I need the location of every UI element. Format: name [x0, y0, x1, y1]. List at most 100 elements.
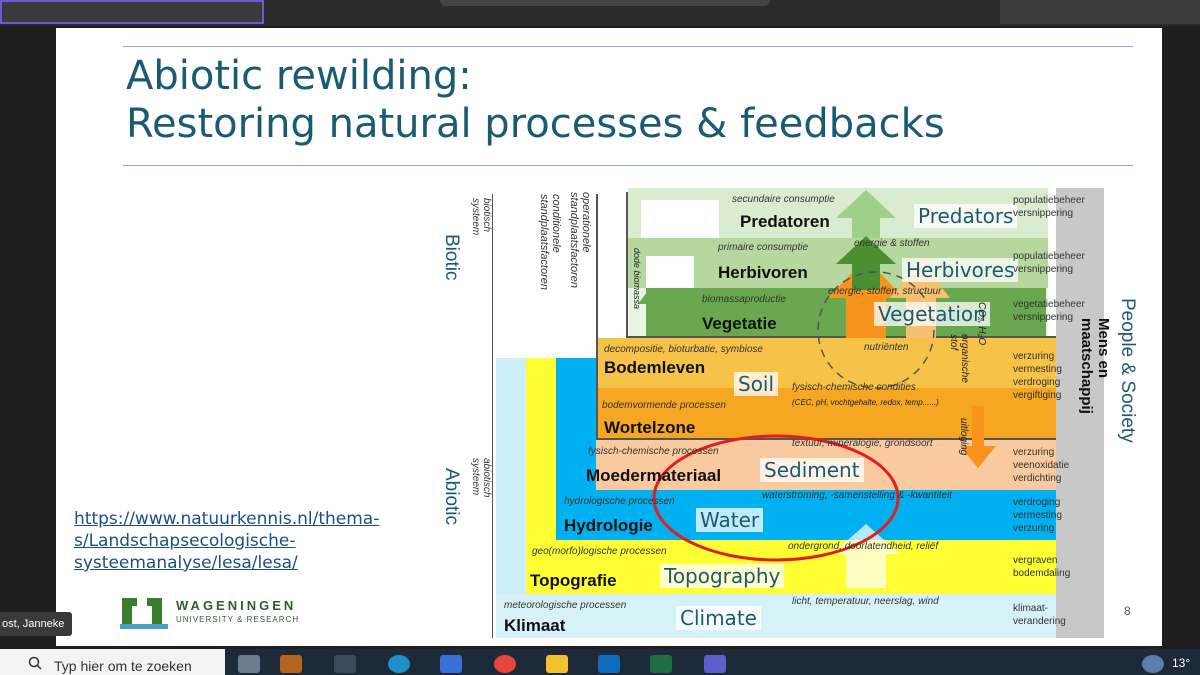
process-hydrologie: hydrologische processen: [564, 496, 675, 507]
flow-energie-stoffen: energie & stoffen: [854, 238, 930, 249]
bracket-operationele-bottom: [626, 336, 1056, 338]
bracket-operationele: [626, 192, 628, 338]
water-strip: [556, 358, 596, 490]
link-line-1[interactable]: https://www.natuurkennis.nl/thema-: [74, 509, 380, 529]
taskbar-app-icon-1[interactable]: [238, 655, 260, 673]
image-placeholder-1: [641, 200, 719, 238]
english-water: Water: [696, 508, 764, 532]
participant-name-tag: ost, Janneke: [0, 612, 72, 636]
chrome-icon[interactable]: [494, 655, 516, 673]
side-label-people-society: People & Society: [1117, 298, 1138, 443]
video-thumbnail-right[interactable]: [1000, 0, 1200, 24]
english-topography: Topography: [660, 564, 785, 588]
process-predatoren: secundaire consumptie: [732, 194, 835, 205]
topo-strip: [526, 358, 556, 594]
label-nutrienten: nutriënten: [864, 342, 909, 353]
layer-topografie: Topografie: [530, 571, 617, 590]
weather-temperature: 13°: [1172, 656, 1191, 670]
wur-logo-icon: [120, 598, 168, 629]
label-condities-detail: (CEC, pH, vochtgehalte, redox, temp.....…: [792, 398, 939, 407]
slide-title-line1: Abiotic rewilding:: [126, 53, 472, 99]
reference-link[interactable]: https://www.natuurkennis.nl/thema- s/Lan…: [74, 508, 434, 574]
layer-bodemleven: Bodemleven: [604, 358, 706, 377]
axis-label-abiotisch: abiotisch systeem: [470, 458, 492, 498]
process-topografie: geo(morfo)logische processen: [532, 546, 667, 557]
label-organische-stof: organische stof: [948, 334, 970, 383]
title-rule-top: [123, 46, 1133, 47]
title-rule-bottom: [123, 165, 1133, 166]
excel-icon[interactable]: [650, 655, 672, 673]
image-placeholder-2: [646, 256, 694, 288]
video-thumbnail-left[interactable]: [0, 0, 264, 24]
shared-slide: Abiotic rewilding: Restoring natural pro…: [56, 28, 1162, 646]
axis-line-left: [492, 194, 493, 638]
label-licht: licht, temperatuur, neerslag, wind: [792, 596, 939, 607]
process-wortelzone: bodemvormende processen: [602, 400, 726, 411]
process-klimaat: meteorologische processen: [504, 600, 627, 611]
label-waterstroming: waterstroming, -samenstelling & -kwantit…: [762, 490, 953, 501]
layer-moedermateriaal: Moedermateriaal: [586, 466, 722, 485]
bracket-conditionele: [596, 194, 598, 440]
outlook-icon[interactable]: [598, 655, 620, 673]
english-soil: Soil: [734, 372, 779, 396]
layer-predatoren: Predatoren: [740, 212, 830, 231]
weather-icon[interactable]: [1142, 655, 1164, 673]
axis-label-biotisch: biotisch systeem: [470, 198, 492, 236]
band-bodemleven: [596, 338, 1056, 388]
label-mens-en-maatschappij: Mens en maatschappij: [1078, 318, 1112, 414]
logo-wordmark: WAGENINGEN: [176, 598, 297, 613]
process-bodemleven: decompositie, bioturbatie, symbiose: [604, 344, 763, 355]
task-view-icon[interactable]: [334, 655, 356, 673]
layer-herbivoren: Herbivoren: [718, 263, 808, 282]
process-herbivoren: primaire consumptie: [718, 242, 809, 253]
label-dode-biomassa: dode biomassa: [632, 248, 642, 310]
english-climate: Climate: [676, 606, 761, 630]
edge-icon[interactable]: [388, 655, 410, 673]
english-vegetation: Vegetation: [874, 302, 990, 326]
english-herbivores: Herbivores: [902, 258, 1019, 282]
axis-label-conditionele: conditionele standplaatsfactoren: [538, 194, 562, 291]
label-ondergrond: ondergrond, doorlatendheid, reliëf: [788, 541, 939, 552]
layer-wortelzone: Wortelzone: [604, 418, 696, 437]
taskbar-search-box[interactable]: [0, 649, 225, 675]
label-co2: CO₂, H₂O: [976, 302, 987, 346]
slide-title-line2: Restoring natural processes & feedbacks: [126, 101, 945, 147]
process-moedermateriaal: fysisch-chemische processen: [588, 446, 719, 457]
band-hydrologie: [556, 490, 1076, 540]
briefcase-icon[interactable]: [280, 655, 302, 673]
english-sediment: Sediment: [760, 458, 864, 482]
search-placeholder: Typ hier om te zoeken: [54, 658, 192, 674]
band-topografie: [526, 540, 1076, 594]
process-vegetatie: biomassaproductie: [702, 294, 786, 305]
label-uitloging: uitloging: [958, 418, 969, 456]
search-icon: [28, 656, 42, 670]
layer-vegetatie: Vegetatie: [702, 314, 777, 333]
link-line-2[interactable]: s/Landschapsecologische-: [74, 531, 296, 551]
axis-label-operationele: operationele standplaatsfactoren: [568, 192, 592, 289]
file-explorer-icon[interactable]: [546, 655, 568, 673]
teams-icon[interactable]: [704, 655, 726, 673]
label-fysisch-chemische-condities: fysisch-chemische condities: [792, 382, 916, 393]
side-label-biotic: Biotic: [441, 234, 462, 281]
human-column: [1056, 188, 1104, 638]
layer-klimaat: Klimaat: [504, 616, 566, 635]
label-textuur: textuur, mineralogie, grondsoort: [792, 438, 933, 449]
power-bi-icon[interactable]: [440, 655, 462, 673]
flow-energie-structuur: energie, stoffen, structuur: [828, 286, 942, 297]
side-label-abiotic: Abiotic: [441, 468, 462, 526]
bracket-conditionele-bottom: [596, 438, 1056, 440]
logo-subtitle: UNIVERSITY & RESEARCH: [176, 615, 300, 624]
page-number: 8: [1124, 604, 1131, 618]
link-line-3[interactable]: systeemanalyse/lesa/lesa/: [74, 553, 298, 573]
band-klimaat: [496, 594, 1076, 638]
layer-hydrologie: Hydrologie: [564, 516, 653, 535]
slide-title: Abiotic rewilding: Restoring natural pro…: [126, 52, 1026, 148]
meeting-controls-handle[interactable]: [440, 0, 770, 6]
